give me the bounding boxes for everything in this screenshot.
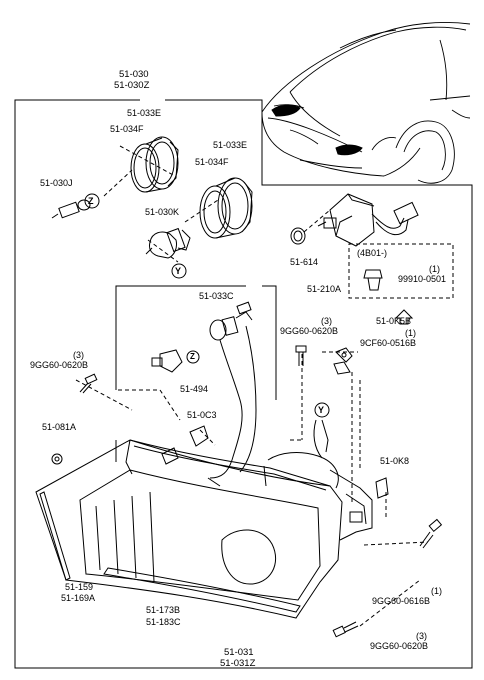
label-screw-left-qty: (3) xyxy=(73,350,84,360)
label-ring-e1: 51-033E xyxy=(127,108,162,118)
label-bracket-right: 51-0K8 xyxy=(380,456,410,466)
label-bracket-group: 51-0K5B xyxy=(376,316,412,326)
label-actuator: 51-210A xyxy=(307,284,342,294)
adjuster-bracket xyxy=(333,347,353,375)
small-socket xyxy=(151,349,183,373)
label-bulb-small: 51-030J xyxy=(40,178,73,188)
label-assembly-bottom-1: 51-031 xyxy=(224,647,254,658)
label-bolt-bottom-qty: (3) xyxy=(416,631,427,641)
up-arrow-icon xyxy=(394,309,414,325)
screw-mid xyxy=(295,345,307,366)
label-clip-pn: 99910-0501 xyxy=(398,274,447,284)
marker-z-label-1: Z xyxy=(88,196,94,206)
main-bulb xyxy=(145,227,191,259)
label-nut-pn: 9CF60-0516B xyxy=(360,338,417,348)
marker-z-label-2: Z xyxy=(190,352,195,361)
label-seal-bottom-1: 51-173B xyxy=(146,605,181,615)
marker-z-1 xyxy=(84,193,100,209)
label-socket-harness: 51-033C xyxy=(199,291,234,301)
label-bolt-right-qty: (1) xyxy=(431,586,442,596)
label-connector: 51-0C3 xyxy=(187,410,217,420)
label-assembly-bottom-2: 51-031Z xyxy=(220,658,256,669)
label-ring-e2: 51-033E xyxy=(213,140,248,150)
bolt-bottom xyxy=(332,621,359,638)
label-small-socket: 51-494 xyxy=(180,384,209,394)
retaining-ring-2 xyxy=(199,177,253,239)
marker-z-2 xyxy=(186,350,200,364)
label-assembly-top-1: 51-030 xyxy=(119,69,149,80)
label-screw-left-pn: 9GG60-0620B xyxy=(30,360,89,370)
car-illustration xyxy=(261,22,471,184)
label-clip-qty: (1) xyxy=(429,264,440,274)
marker-y-label-2: Y xyxy=(318,405,325,415)
car-headlamp-left xyxy=(271,104,301,117)
inner-frame xyxy=(115,285,277,462)
label-assembly-top-2: 51-030Z xyxy=(114,80,150,91)
clip xyxy=(363,269,383,291)
label-seal-left-2: 51-169A xyxy=(61,593,96,603)
label-seal-bottom-2: 51-183C xyxy=(146,617,181,627)
label-screw-mid-qty: (3) xyxy=(321,316,332,326)
label-bolt-bottom-pn: 9GG60-0620B xyxy=(370,641,429,651)
marker-y-2 xyxy=(314,402,330,418)
label-seal-left-1: 51-159 xyxy=(65,582,94,592)
label-actuator-seal: 51-614 xyxy=(290,257,319,267)
label-bulb-main: 51-030K xyxy=(145,207,180,217)
marker-y-1 xyxy=(171,263,187,279)
retaining-ring-1 xyxy=(130,136,179,193)
label-ring-f2: 51-034F xyxy=(195,157,229,167)
headlamp-housing xyxy=(35,419,389,619)
label-ring-f1: 51-034F xyxy=(110,124,144,134)
label-bolt-right-pn: 9GG60-0616B xyxy=(372,596,431,606)
grommet xyxy=(51,453,63,465)
socket-harness xyxy=(209,301,257,479)
label-screw-mid-pn: 9GG60-0620B xyxy=(280,326,339,336)
leveling-actuator xyxy=(317,193,419,247)
leader-lines xyxy=(75,145,429,627)
label-grommet: 51-081A xyxy=(42,422,77,432)
screw-left xyxy=(79,373,98,394)
label-date-note: (4B01-) xyxy=(357,248,388,258)
marker-y-label-1: Y xyxy=(175,266,182,276)
actuator-o-ring xyxy=(290,227,306,245)
car-headlamp-right xyxy=(335,144,363,156)
harness-end-y xyxy=(313,419,323,459)
label-nut-qty: (1) xyxy=(405,328,416,338)
small-bulb xyxy=(51,199,91,219)
date-note-box xyxy=(348,243,454,299)
bolt-right xyxy=(419,518,443,549)
